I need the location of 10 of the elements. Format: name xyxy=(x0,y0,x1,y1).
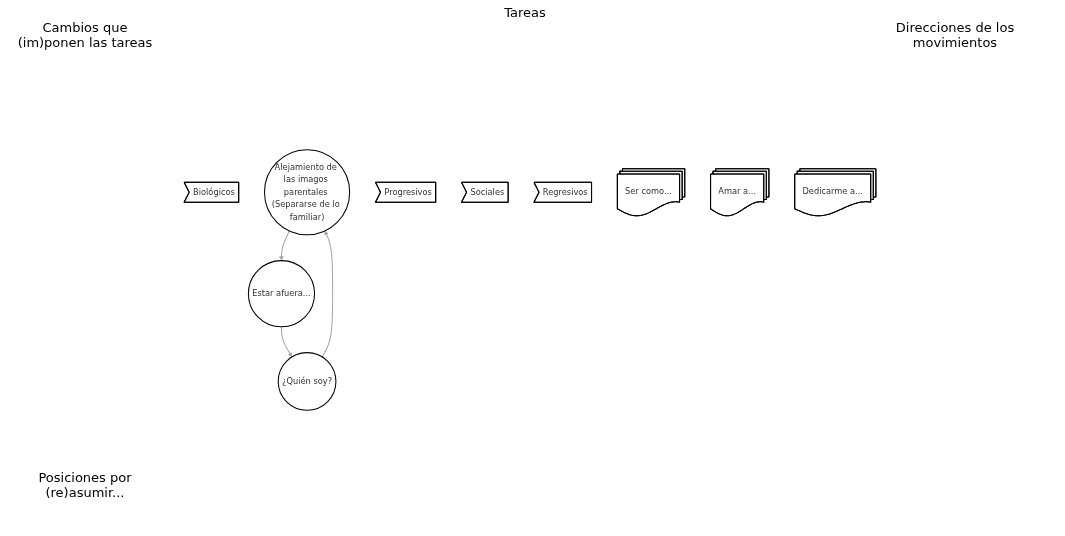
note-text: Posiciones por (re)asumir... xyxy=(37,470,133,500)
node-circle: ¿Quién soy? xyxy=(277,352,337,411)
note-text: Tareas xyxy=(503,5,547,20)
node-circle: Estar afuera... xyxy=(247,260,316,328)
arrow xyxy=(279,230,290,261)
note-text: Direcciones de los movimientos xyxy=(894,20,1016,50)
note-text: Cambios que (im)ponen las tareas xyxy=(16,20,154,50)
arrow xyxy=(321,230,334,358)
arrow xyxy=(280,326,293,358)
node-circle: Alejamiento de las imagos parentales (Separarse de lo familiar) xyxy=(263,149,351,236)
